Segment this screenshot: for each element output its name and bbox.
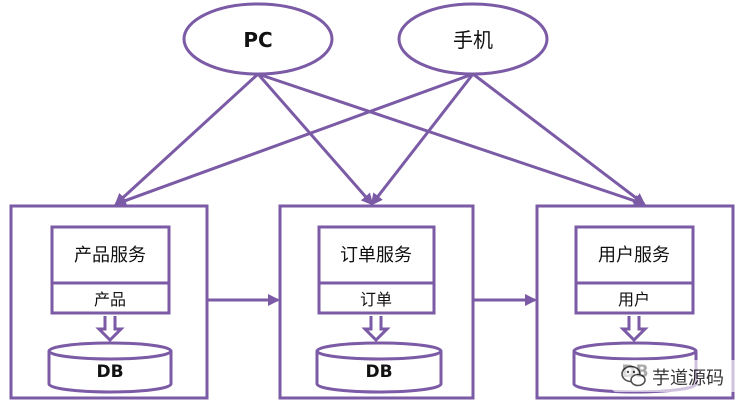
client-mobile-label: 手机 — [453, 28, 493, 52]
wechat-icon — [621, 365, 646, 387]
product-db-arrow — [95, 316, 125, 343]
order-service-sub: 订单 — [360, 290, 392, 309]
watermark: 芋道源码 — [612, 360, 738, 392]
product-service-box — [50, 225, 171, 315]
client-pc-label: PC — [243, 28, 272, 52]
product-db-top — [47, 341, 173, 361]
order-db-top — [315, 341, 443, 361]
watermark-text: 芋道源码 — [652, 368, 724, 389]
arrow-mobile-to-user — [472, 72, 646, 206]
order-db-cylinder — [315, 351, 443, 394]
order-db-arrow — [361, 316, 391, 343]
product-db-cylinder — [47, 351, 173, 394]
arrow-pc-to-user — [257, 72, 646, 207]
user-db-arrow — [619, 316, 649, 343]
arrow-pc-to-order — [256, 73, 374, 206]
order-db-label: DB — [365, 362, 392, 382]
arrow-pc-to-product — [114, 72, 260, 206]
product-service-name: 产品服务 — [74, 245, 146, 266]
user-service-box — [574, 225, 695, 315]
arrow-mobile-to-order — [370, 73, 475, 206]
order-service-name: 订单服务 — [340, 245, 412, 266]
order-service-box — [317, 225, 436, 315]
user-service-sub: 用户 — [618, 290, 650, 309]
arrow-mobile-to-product — [114, 72, 474, 207]
user-db-top — [572, 341, 698, 361]
product-db-label: DB — [96, 362, 123, 382]
user-service-name: 用户服务 — [598, 245, 670, 266]
product-service-sub: 产品 — [94, 290, 126, 309]
